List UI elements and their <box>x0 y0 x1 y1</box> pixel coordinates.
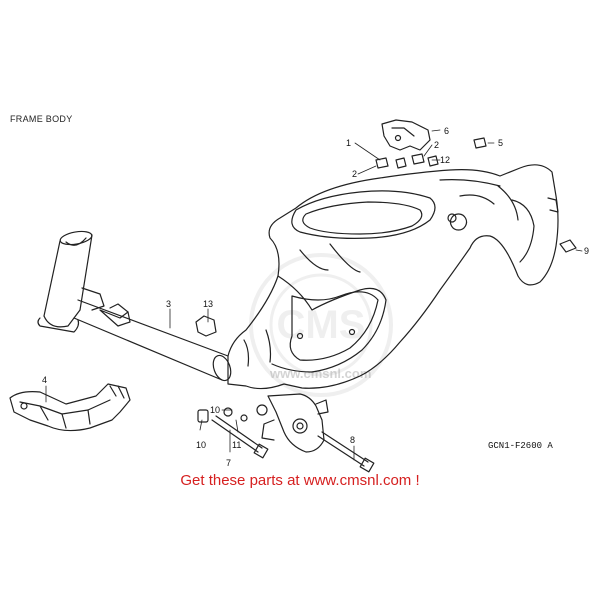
diagram-code: GCN1-F2600 A <box>488 441 553 451</box>
callout-10-left: 10 <box>196 440 206 450</box>
head-pipe <box>37 230 105 333</box>
leader-lines <box>45 129 583 461</box>
footrest-bracket-part-5 <box>9 383 131 432</box>
diagram-title: FRAME BODY <box>10 114 73 124</box>
bolt-part-7 <box>211 415 269 459</box>
watermark-url: www.cmsnl.com <box>270 366 372 381</box>
callout-7: 7 <box>226 458 231 468</box>
callout-1: 1 <box>346 138 351 148</box>
small-nuts <box>195 137 577 423</box>
callout-6: 6 <box>444 126 449 136</box>
callout-2-lower: 2 <box>352 169 357 179</box>
promo-line: Get these parts at www.cmsnl.com ! <box>0 472 600 489</box>
callout-4: 5 <box>498 138 503 148</box>
promo-text-after: ! <box>411 472 420 489</box>
callout-10-right: 10 <box>210 405 220 415</box>
callout-2-upper: 2 <box>434 140 439 150</box>
bolt-part-8 <box>317 431 375 473</box>
rear-bracket <box>256 393 329 453</box>
callout-11: 11 <box>232 440 241 450</box>
main-frame <box>227 164 559 390</box>
callout-13: 13 <box>203 299 213 309</box>
promo-text-before: Get these parts at <box>180 472 304 489</box>
callout-12: 12 <box>440 155 450 165</box>
callout-8: 8 <box>350 435 355 445</box>
cmsnl-link[interactable]: www.cmsnl.com <box>303 472 412 489</box>
callout-3: 3 <box>166 299 171 309</box>
down-tube <box>73 299 232 382</box>
callout-5: 4 <box>42 375 47 385</box>
bracket-part-6 <box>381 119 431 151</box>
callout-9: 9 <box>584 246 589 256</box>
